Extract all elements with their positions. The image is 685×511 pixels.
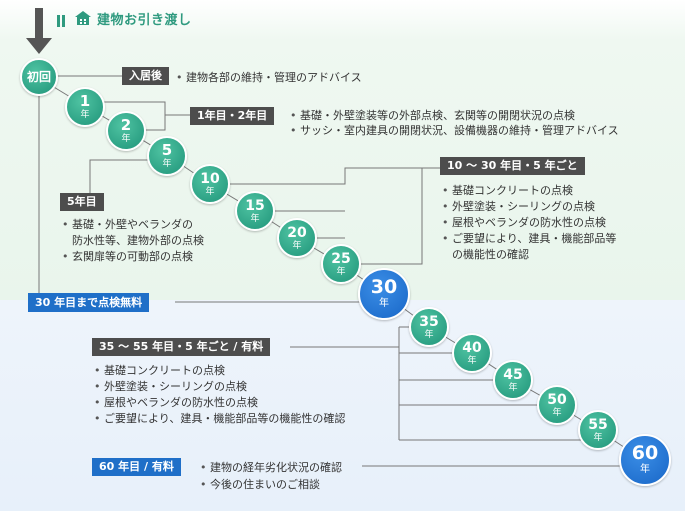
year1-2-tag: 1年目・2年目 xyxy=(190,107,275,125)
every5-35-55-tag: 35 〜 55 年目・5 年ごと / 有料 xyxy=(92,338,271,356)
milestone-unit: 年 xyxy=(467,356,477,366)
move-in-tag: 入居後 xyxy=(122,67,169,85)
move-in-list: 建物各部の維持・管理のアドバイス xyxy=(174,70,362,85)
milestone-unit: 年 xyxy=(205,187,215,197)
list-item-text-cont: の機能性の確認 xyxy=(452,248,529,261)
milestone-year-40: 40 年 xyxy=(452,333,492,373)
list-item: 基礎コンクリートの点検 xyxy=(92,363,345,379)
page-title: 建物お引き渡し xyxy=(97,13,192,28)
list-item: 屋根やベランダの防水性の点検 xyxy=(440,215,616,231)
milestone-year-60: 60 年 xyxy=(619,434,671,486)
milestone-number: 55 xyxy=(588,417,608,433)
milestone-year-1: 1 年 xyxy=(65,87,105,127)
milestone-year-55: 55 年 xyxy=(578,410,618,450)
milestone-number: 1 xyxy=(79,92,91,110)
milestone-number: 25 xyxy=(331,251,351,267)
year5-list: 基礎・外壁やベランダの 防水性等、建物外部の点検 玄関扉等の可動部の点検 xyxy=(60,217,204,265)
milestone-year-50: 50 年 xyxy=(537,385,577,425)
milestone-year-5: 5 年 xyxy=(147,136,187,176)
header: 建物お引き渡し xyxy=(0,0,685,54)
milestone-year-15: 15 年 xyxy=(235,191,275,231)
milestone-unit: 年 xyxy=(162,159,172,169)
milestone-year-25: 25 年 xyxy=(321,244,361,284)
milestone-number: 10 xyxy=(200,171,220,187)
milestone-number: 15 xyxy=(245,198,265,214)
list-item: 屋根やベランダの防水性の点検 xyxy=(92,395,345,411)
list-item: サッシ・室内建具の開閉状況、設備機器の維持・管理アドバイス xyxy=(288,123,619,138)
milestone-number: 初回 xyxy=(26,70,51,84)
connector-year5 xyxy=(89,159,155,193)
milestone-unit: 年 xyxy=(593,433,603,443)
list-item: ご要望により、建具・機能部品等 の機能性の確認 xyxy=(440,231,616,263)
every5-10-30-tag: 10 〜 30 年目・5 年ごと xyxy=(440,157,585,175)
connector-year1-2 xyxy=(98,101,190,131)
milestone-year-30: 30 年 xyxy=(358,268,410,320)
milestone-number: 50 xyxy=(547,392,567,408)
milestone-unit: 年 xyxy=(292,241,302,251)
house-icon xyxy=(75,11,91,25)
list-item: 玄関扉等の可動部の点検 xyxy=(60,249,204,265)
milestone-number: 45 xyxy=(503,367,523,383)
milestone-unit: 年 xyxy=(336,267,346,277)
milestone-year-2: 2 年 xyxy=(106,111,146,151)
every5-35-55-list: 基礎コンクリートの点検 外壁塗装・シーリングの点検 屋根やベランダの防水性の点検… xyxy=(92,363,345,427)
bars-icon xyxy=(57,12,67,31)
milestone-number: 60 xyxy=(631,442,659,464)
year60-list: 建物の経年劣化状況の確認 今後の住まいのご相談 xyxy=(198,459,342,493)
milestone-year-10: 10 年 xyxy=(190,164,230,204)
free-until-30-tag: 30 年目まで点検無料 xyxy=(28,293,150,312)
milestone-number: 2 xyxy=(120,116,132,134)
milestone-unit: 年 xyxy=(552,408,562,418)
list-item-text: ご要望により、建具・機能部品等 xyxy=(452,232,617,245)
milestone-number: 5 xyxy=(161,141,173,159)
list-item: 建物各部の維持・管理のアドバイス xyxy=(174,70,362,85)
milestone-number: 35 xyxy=(419,314,439,330)
list-item-text: 基礎・外壁やベランダの xyxy=(72,218,193,231)
milestone-unit: 年 xyxy=(424,330,434,340)
down-arrow-icon xyxy=(26,8,52,54)
every5-10-30-list: 基礎コンクリートの点検 外壁塗装・シーリングの点検 屋根やベランダの防水性の点検… xyxy=(440,183,616,263)
milestone-number: 30 xyxy=(370,276,398,298)
list-item: 今後の住まいのご相談 xyxy=(198,476,342,493)
milestone-year-35: 35 年 xyxy=(409,307,449,347)
connector-10-30 xyxy=(223,167,440,265)
milestone-unit: 年 xyxy=(640,464,650,475)
milestone-unit: 年 xyxy=(508,383,518,393)
list-item: 基礎・外壁塗装等の外部点検、玄関等の開閉状況の点検 xyxy=(288,108,619,123)
milestone-unit: 年 xyxy=(250,214,260,224)
year1-2-list: 基礎・外壁塗装等の外部点検、玄関等の開閉状況の点検 サッシ・室内建具の開閉状況、… xyxy=(288,108,619,138)
milestone-unit: 年 xyxy=(379,298,389,309)
list-item: ご要望により、建具・機能部品等の機能性の確認 xyxy=(92,411,345,427)
milestone-number: 40 xyxy=(462,340,482,356)
year5-tag: 5年目 xyxy=(60,193,104,211)
list-item-text-cont: 防水性等、建物外部の点検 xyxy=(72,234,204,247)
milestone-year-20: 20 年 xyxy=(277,218,317,258)
list-item: 建物の経年劣化状況の確認 xyxy=(198,459,342,476)
milestone-unit: 年 xyxy=(121,134,131,144)
milestone-unit: 年 xyxy=(80,110,90,120)
list-item: 基礎コンクリートの点検 xyxy=(440,183,616,199)
milestone-year-45: 45 年 xyxy=(493,360,533,400)
list-item: 外壁塗装・シーリングの点検 xyxy=(440,199,616,215)
year60-tag: 60 年目 / 有料 xyxy=(92,458,181,476)
milestone-number: 20 xyxy=(287,225,307,241)
milestone-initial: 初回 xyxy=(20,58,58,96)
list-item: 外壁塗装・シーリングの点検 xyxy=(92,379,345,395)
connector-35-55 xyxy=(290,326,590,441)
list-item: 基礎・外壁やベランダの 防水性等、建物外部の点検 xyxy=(60,217,204,249)
